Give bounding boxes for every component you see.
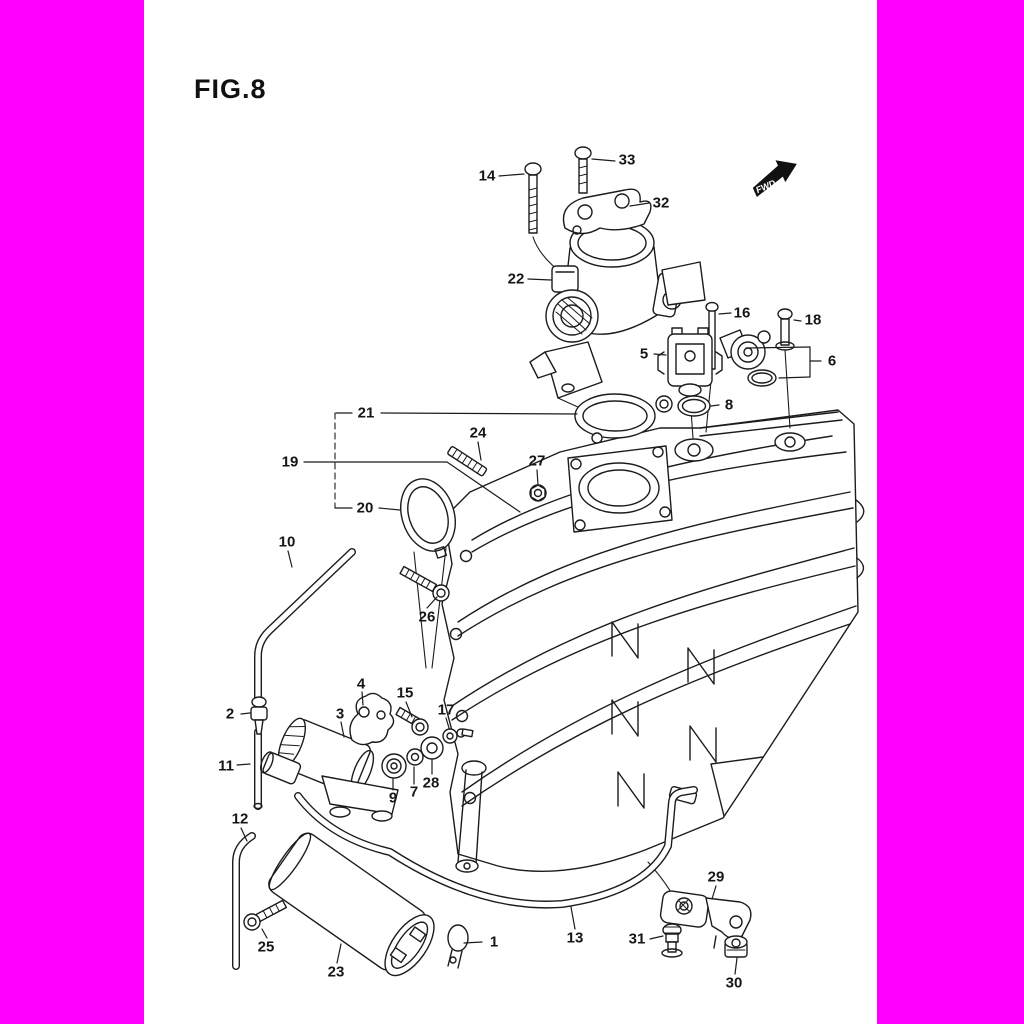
grommet-9 bbox=[381, 753, 407, 779]
o-ring-8 bbox=[677, 395, 711, 417]
throttle-gasket-21 bbox=[574, 393, 673, 444]
callout-14: 14 bbox=[478, 167, 496, 185]
throttle-body bbox=[529, 218, 706, 399]
callout-33: 33 bbox=[618, 151, 636, 169]
fwd-arrow-icon: FWD bbox=[752, 160, 797, 197]
bolt-33 bbox=[574, 146, 592, 194]
callout-31: 31 bbox=[628, 930, 646, 948]
callout-32: 32 bbox=[652, 194, 670, 212]
callout-5: 5 bbox=[639, 345, 649, 363]
washer-28 bbox=[420, 736, 444, 760]
callout-23: 23 bbox=[327, 963, 345, 981]
callout-20: 20 bbox=[356, 499, 374, 517]
callout-29: 29 bbox=[707, 868, 725, 886]
callout-18: 18 bbox=[804, 311, 822, 329]
bracket-29 bbox=[659, 890, 752, 949]
inline-valve-2 bbox=[250, 696, 268, 735]
hose-11 bbox=[253, 728, 263, 810]
callout-leader-lines bbox=[236, 158, 822, 975]
callout-16: 16 bbox=[733, 304, 751, 322]
canister-23 bbox=[268, 832, 435, 977]
spacer-7 bbox=[406, 748, 424, 766]
purge-solenoid-3 bbox=[260, 717, 399, 822]
bolt-18 bbox=[775, 308, 795, 351]
callout-30: 30 bbox=[725, 974, 743, 992]
nut-30 bbox=[724, 935, 748, 958]
stud-24 bbox=[447, 446, 488, 477]
callout-15: 15 bbox=[396, 684, 414, 702]
callout-25: 25 bbox=[257, 938, 275, 956]
bolt-14 bbox=[524, 162, 542, 234]
vacuum-hose-10 bbox=[254, 548, 356, 704]
washer-17 bbox=[442, 728, 474, 744]
callout-21: 21 bbox=[357, 404, 375, 422]
map-sensor-6 bbox=[719, 329, 777, 387]
callout-24: 24 bbox=[469, 424, 487, 442]
callout-22: 22 bbox=[507, 270, 525, 288]
iac-valve-5 bbox=[657, 327, 723, 397]
nut-27 bbox=[529, 484, 547, 502]
bolt-25 bbox=[243, 899, 288, 931]
boss-22 bbox=[551, 265, 579, 293]
callout-2: 2 bbox=[225, 705, 235, 723]
intake-manifold bbox=[441, 409, 865, 873]
callout-4: 4 bbox=[356, 675, 366, 693]
callout-10: 10 bbox=[278, 533, 296, 551]
callout-6: 6 bbox=[827, 352, 837, 370]
hose-12 bbox=[232, 832, 256, 970]
callout-12: 12 bbox=[231, 810, 249, 828]
bolt-31 bbox=[661, 923, 683, 958]
fwd-label: FWD bbox=[755, 177, 777, 195]
callout-7: 7 bbox=[409, 783, 419, 801]
clamp-1 bbox=[447, 924, 469, 969]
callout-3: 3 bbox=[335, 705, 345, 723]
bolt-15 bbox=[395, 706, 429, 736]
gasket-20 bbox=[400, 478, 456, 559]
callout-26: 26 bbox=[418, 608, 436, 626]
callout-1: 1 bbox=[489, 933, 499, 951]
callout-13: 13 bbox=[566, 929, 584, 947]
callout-9: 9 bbox=[388, 789, 398, 807]
callout-28: 28 bbox=[422, 774, 440, 792]
callout-19: 19 bbox=[281, 453, 299, 471]
callout-11: 11 bbox=[218, 757, 234, 775]
hose-13 bbox=[294, 786, 698, 909]
mounting-bracket-32 bbox=[562, 188, 652, 235]
callout-27: 27 bbox=[528, 452, 546, 470]
callout-17: 17 bbox=[437, 701, 455, 719]
callout-8: 8 bbox=[724, 396, 734, 414]
bracket-4 bbox=[349, 692, 395, 746]
figure-title: FIG.8 bbox=[194, 74, 267, 104]
